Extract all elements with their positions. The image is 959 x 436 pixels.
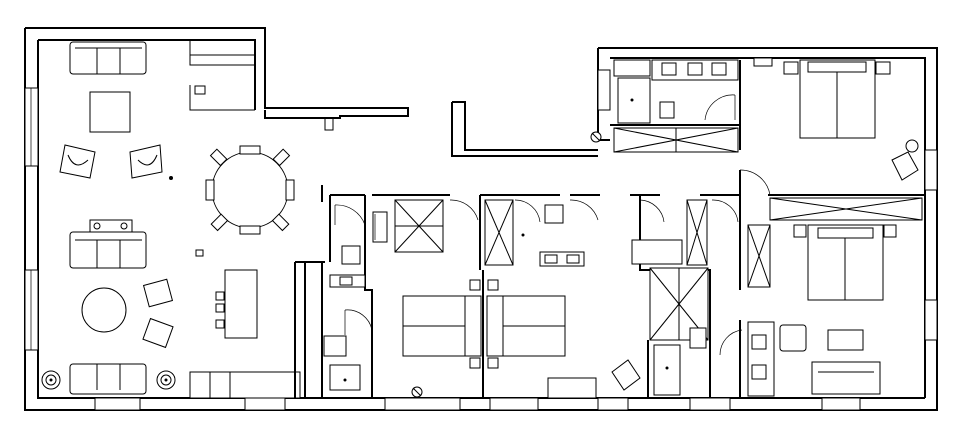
kitchen-counter [189,40,255,111]
sofa-bottom [69,363,147,395]
bathroom-bottom-right [747,321,775,397]
bathroom-middle [539,204,585,267]
armchair-right [129,144,163,179]
markers [411,131,602,398]
bedroom-right-upper [753,57,919,181]
armchair-small-1 [142,278,174,308]
dining-table-rect [224,269,258,339]
wardrobes [394,127,923,341]
bedroom-middle [402,233,641,399]
partition-walls [294,60,925,398]
bathroom-right-middle [631,239,707,396]
armchair-small-2 [142,317,174,349]
windows [24,69,938,411]
living-room [41,40,301,399]
sofa-middle [69,231,147,269]
bathroom-top-right [613,59,739,124]
bathroom-left [323,204,388,391]
armchair-left [59,144,96,179]
round-rug [81,287,127,333]
bedroom-right-lower [779,224,897,395]
sofa-top [69,41,147,75]
coffee-table [89,91,131,133]
doors [449,94,771,356]
